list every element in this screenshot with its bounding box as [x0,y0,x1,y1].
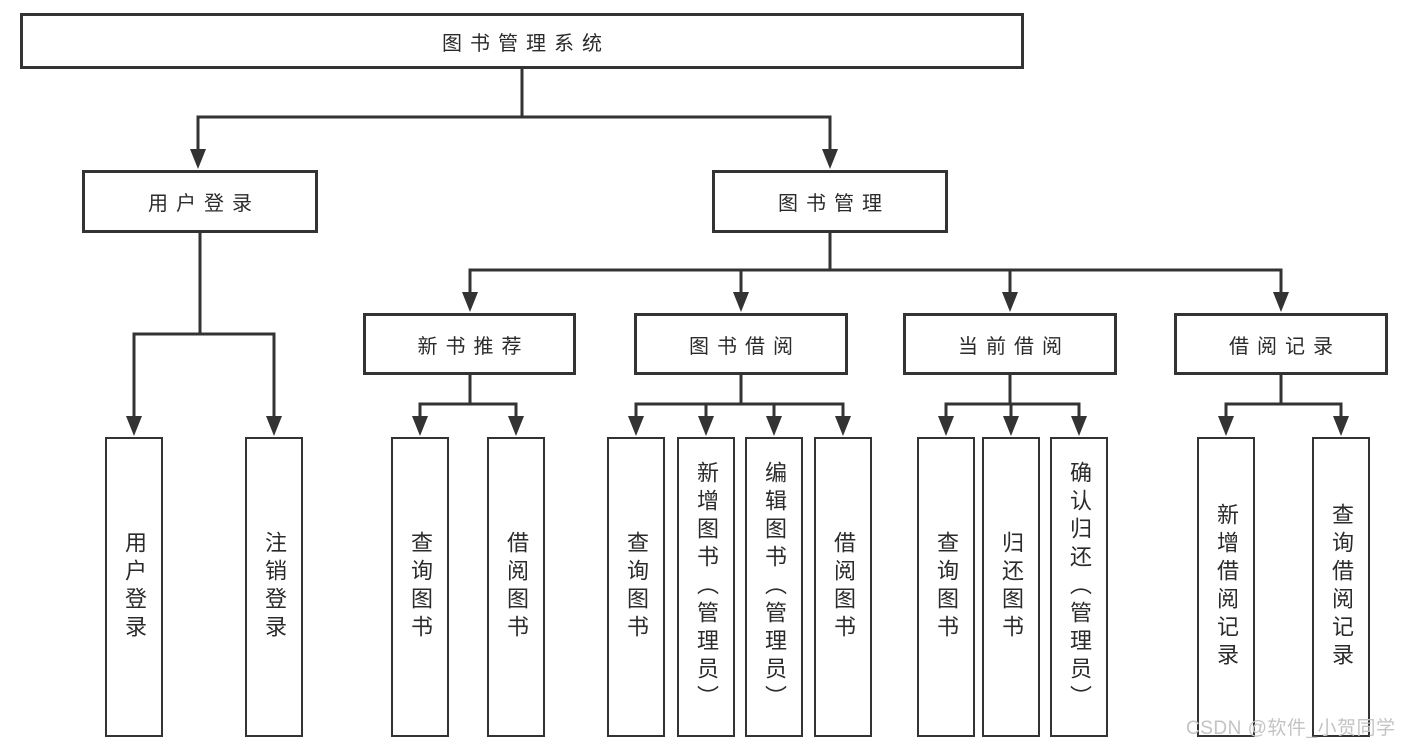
leaf-add-book-admin: 新增图书（管理员） [677,437,735,737]
leaf-query-books-borrow: 查询图书 [607,437,665,737]
arrow-down-icon [1002,292,1018,312]
leaf-borrow-books-recommend: 借阅图书 [487,437,545,737]
leaf-logout-label: 注销登录 [262,531,287,643]
node-root-label: 图书管理系统 [442,32,610,55]
node-borrow-records: 借阅记录 [1174,313,1388,375]
leaf-query-borrow-record: 查询借阅记录 [1312,437,1370,737]
arrow-down-icon [412,416,428,436]
connector-new-book [418,373,518,420]
connector-current-borrow [944,373,1081,420]
arrow-down-icon [1333,416,1349,436]
leaf-edit-book-admin: 编辑图书（管理员） [745,437,803,737]
node-current-borrow: 当前借阅 [903,313,1117,375]
node-user-login: 用户登录 [82,170,318,233]
node-book-manage-label: 图书管理 [778,193,890,215]
node-user-login-label: 用户登录 [148,193,260,215]
connector-book-manage [468,231,1283,296]
arrow-down-icon [1273,292,1289,312]
leaf-add-borrow-record-label: 新增借阅记录 [1214,503,1239,671]
arrow-down-icon [822,149,838,169]
arrow-down-icon [938,416,954,436]
connector-book-borrow [634,373,845,420]
arrow-down-icon [266,416,282,436]
leaf-query-borrow-record-label: 查询借阅记录 [1329,503,1354,671]
node-root: 图书管理系统 [20,13,1024,69]
arrow-down-icon [462,292,478,312]
leaf-query-books-recommend: 查询图书 [391,437,449,737]
leaf-edit-book-admin-label: 编辑图书（管理员） [762,461,787,713]
node-book-borrow: 图书借阅 [634,313,848,375]
leaf-borrow-books-label: 借阅图书 [831,531,856,643]
leaf-user-login-label: 用户登录 [122,531,147,643]
leaf-user-login: 用户登录 [105,437,163,737]
arrow-down-icon [733,292,749,312]
leaf-query-books-current: 查询图书 [917,437,975,737]
leaf-add-book-admin-label: 新增图书（管理员） [694,461,719,713]
node-book-manage: 图书管理 [712,170,948,233]
arrow-down-icon [1071,416,1087,436]
node-current-borrow-label: 当前借阅 [958,335,1070,358]
connector-user-login [132,231,276,420]
leaf-return-book: 归还图书 [982,437,1040,737]
arrow-down-icon [628,416,644,436]
leaf-query-books-borrow-label: 查询图书 [624,531,649,643]
leaf-query-books-current-label: 查询图书 [934,531,959,643]
leaf-borrow-books-recommend-label: 借阅图书 [504,531,529,643]
leaf-confirm-return-admin-label: 确认归还（管理员） [1067,461,1092,713]
arrow-down-icon [1003,416,1019,436]
node-book-borrow-label: 图书借阅 [689,335,801,358]
node-borrow-records-label: 借阅记录 [1229,335,1341,358]
arrow-down-icon [508,416,524,436]
connector-root [196,67,832,153]
arrow-down-icon [126,416,142,436]
node-new-book-recommend-label: 新书推荐 [417,335,530,358]
leaf-borrow-books: 借阅图书 [814,437,872,737]
arrow-down-icon [698,416,714,436]
csdn-watermark: CSDN @软件_小贺同学 [1186,718,1396,739]
arrow-down-icon [835,416,851,436]
arrowheads [126,149,1349,436]
leaf-return-book-label: 归还图书 [999,531,1024,643]
connector-borrow-records [1224,373,1343,420]
leaf-query-books-recommend-label: 查询图书 [408,531,433,643]
node-new-book-recommend: 新书推荐 [363,313,576,375]
arrow-down-icon [190,149,206,169]
arrow-down-icon [766,416,782,436]
leaf-logout: 注销登录 [245,437,303,737]
leaf-confirm-return-admin: 确认归还（管理员） [1050,437,1108,737]
leaf-add-borrow-record: 新增借阅记录 [1197,437,1255,737]
arrow-down-icon [1218,416,1234,436]
